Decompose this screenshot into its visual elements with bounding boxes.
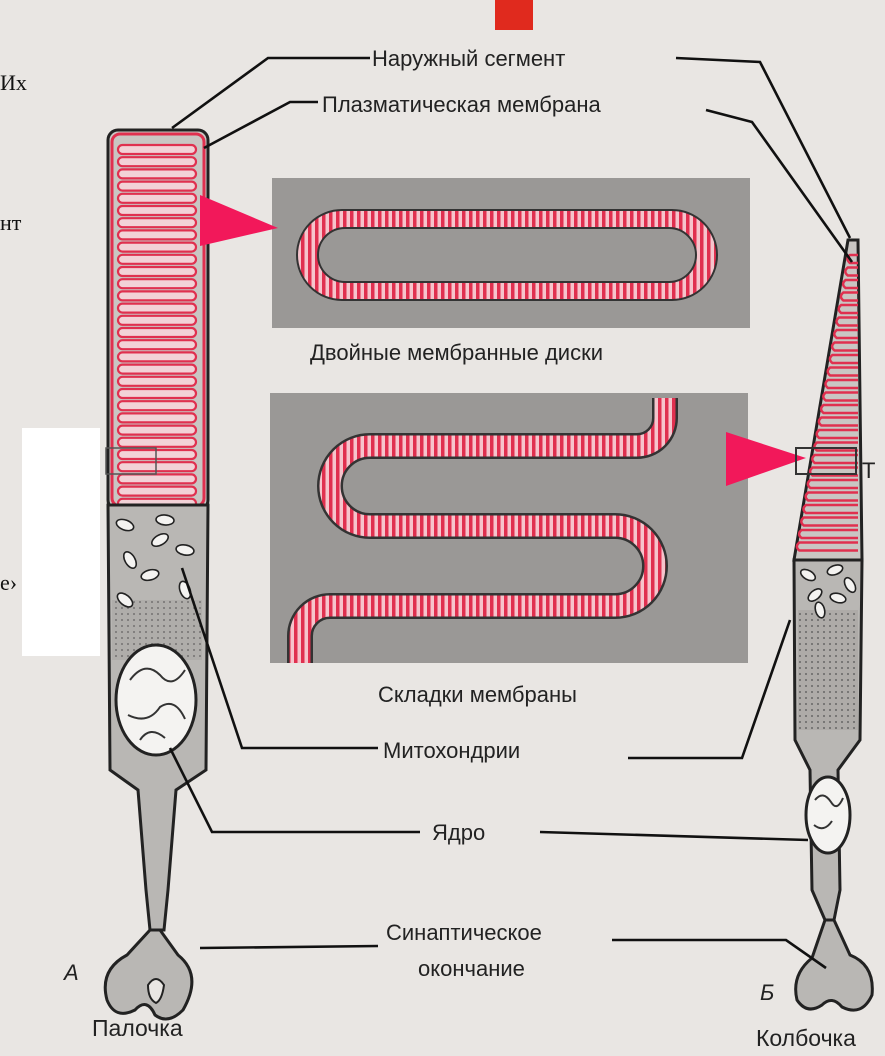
rod-nucleus [116,645,196,755]
cropped-text-2: нт [0,210,21,236]
title-fragment [495,0,533,30]
label-synaptic-line2: окончание [418,956,525,981]
cone-nucleus [806,777,850,853]
label-rod-letter: А [62,960,79,985]
label-synaptic-line1: Синаптическое [386,920,542,945]
label-membrane-folds: Складки мембраны [378,682,577,707]
cropped-text-1: Их [0,70,27,96]
label-outer-segment: Наружный сегмент [372,46,565,71]
label-plasma-membrane: Плазматическая мембрана [322,92,601,117]
white-overlay [22,428,100,656]
membrane-folds-inset [270,393,748,663]
label-rod: Палочка [92,1015,183,1041]
cone-cell [794,240,872,1010]
cone-synaptic-ending [796,920,873,1010]
arrow-to-disc-icon [200,195,278,246]
label-cone-letter: Б [760,980,774,1005]
rod-synaptic-ending [105,930,192,1019]
arrow-to-fold-icon [726,432,806,486]
label-cone: Колбочка [756,1025,856,1051]
cropped-text-3: е› [0,570,17,596]
rod-cell [105,130,208,1019]
label-double-discs: Двойные мембранные диски [310,340,603,365]
label-mitochondria: Митохондрии [383,738,520,763]
double-disc-inset [272,178,750,328]
label-nucleus: Ядро [432,820,485,845]
cropped-text-t: Т [862,458,875,483]
